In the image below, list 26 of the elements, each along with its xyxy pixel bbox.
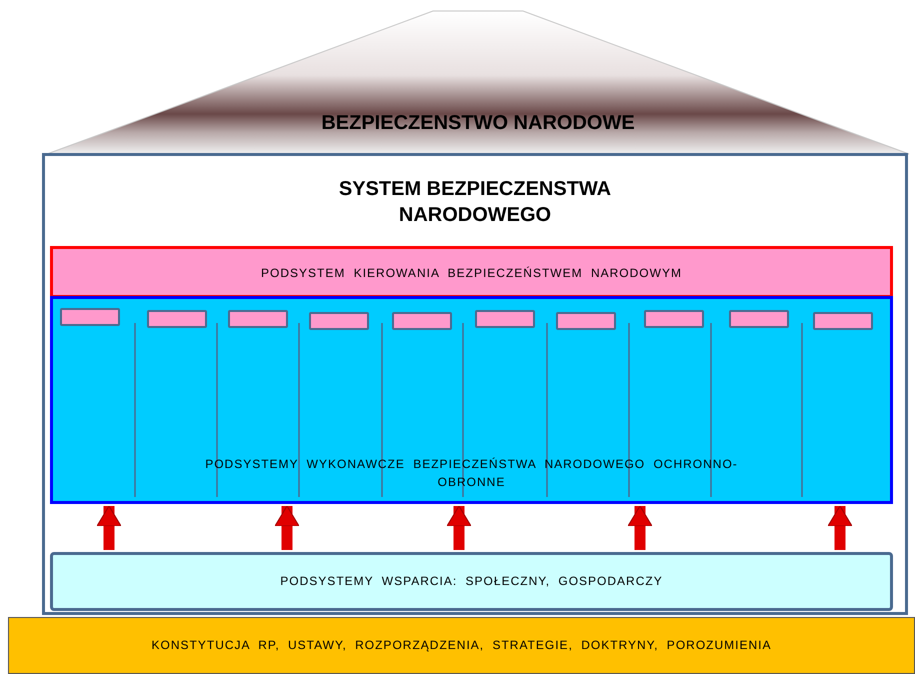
small-box [228,310,288,328]
small-box [309,312,369,330]
arrow [628,506,652,550]
small-box [556,312,616,330]
arrow [274,506,300,550]
small-box [475,310,535,328]
heading: BEZPIECZENSTWO NARODOWE [321,111,635,136]
small-box [392,312,452,330]
foundation-box [8,617,915,674]
heading: SYSTEM BEZPIECZENSTWA NARODOWEGO [338,177,612,228]
box-label: PODSYSTEM KIEROWANIA BEZPIECZEŃSTWEM NARODOWYM [261,266,682,280]
box-label: KONSTYTUCJA RP, USTAWY, ROZPORZĄDZENIA, STRATEGIE, DOKTRYNY, POROZUMIENIA [152,638,772,652]
support-box [50,552,893,611]
building-box [42,153,908,615]
small-box [729,310,789,328]
management-box [50,246,893,298]
box-label: PODSYSTEMY WYKONAWCZE BEZPIECZEŃSTWA NARODOWEGO OCHRONNO-OBRONNE [204,456,739,491]
small-box [60,308,120,326]
arrow [828,506,852,550]
arrow [446,506,472,550]
small-box [147,310,207,328]
small-box [644,310,704,328]
arrow [96,506,122,550]
executive-box [50,296,893,504]
small-box [813,312,873,330]
box-label: PODSYSTEMY WSPARCIA: SPOŁECZNY, GOSPODARCZY [280,574,663,588]
